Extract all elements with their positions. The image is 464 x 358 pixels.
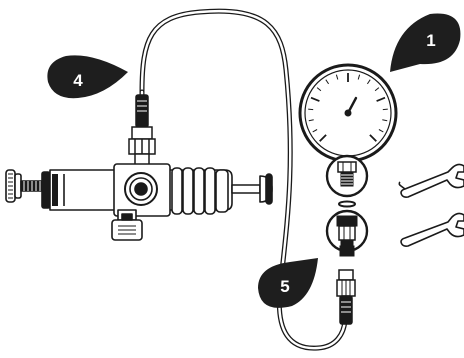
callout-5-label: 5 [280,277,289,296]
callout-1-label: 1 [426,31,435,50]
gauge-tick [308,109,313,110]
hand-pump-icon [6,164,272,240]
callout-4: 4 [47,55,128,98]
open-end-wrench-icon [399,164,464,197]
gauge-tick [383,109,388,110]
hose-coupling-icon [129,95,155,166]
hose-connector-icon [337,270,355,324]
open-end-wrench-icon [401,213,464,246]
pressure-gauge-icon [300,65,396,168]
callout-1: 1 [390,14,460,72]
callout-5: 5 [258,258,318,308]
coupling-adapter-icon [327,211,367,256]
callout-4-label: 4 [73,71,83,90]
gauge-adapter-icon [327,156,367,196]
gauge-pivot [345,110,351,116]
seal-ring-icon [339,202,355,207]
